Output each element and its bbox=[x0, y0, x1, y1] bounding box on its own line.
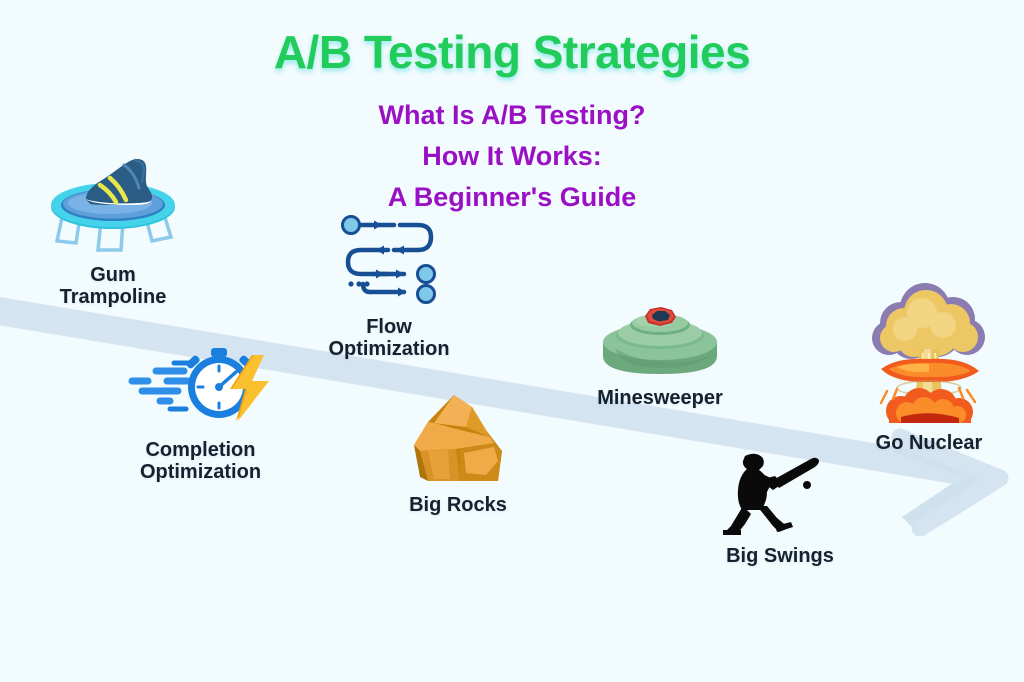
subtitle-line-1: What Is A/B Testing? bbox=[378, 100, 646, 130]
trampoline-with-sneaker-icon bbox=[38, 155, 188, 260]
nuclear-mushroom-cloud-icon bbox=[867, 283, 992, 428]
strategy-label: Big Swings bbox=[726, 545, 834, 567]
stopwatch-with-lightning-bolt-icon bbox=[126, 345, 276, 435]
subtitle-line-3: A Beginner's Guide bbox=[387, 182, 637, 212]
page-title: A/B Testing Strategies bbox=[273, 26, 751, 78]
landmine-icon bbox=[595, 300, 725, 383]
strategy-item-flow-optimization[interactable]: Flow Optimization bbox=[300, 212, 478, 361]
strategy-label: Minesweeper bbox=[597, 387, 723, 409]
strategy-item-completion-optimization[interactable]: Completion Optimization bbox=[98, 345, 303, 484]
strategy-item-big-rocks[interactable]: Big Rocks bbox=[378, 385, 538, 516]
strategy-label: Go Nuclear bbox=[875, 432, 983, 454]
strategy-label: Gum Trampoline bbox=[59, 264, 167, 309]
boulder-rock-icon bbox=[398, 385, 518, 490]
strategy-item-gum-trampoline[interactable]: Gum Trampoline bbox=[13, 155, 213, 309]
strategy-item-go-nuclear[interactable]: Go Nuclear bbox=[843, 283, 1015, 454]
strategy-item-big-swings[interactable]: Big Swings bbox=[690, 448, 870, 567]
strategy-label: Completion Optimization bbox=[139, 439, 262, 484]
process-flow-arrows-icon bbox=[334, 212, 444, 312]
strategy-label: Flow Optimization bbox=[328, 316, 450, 361]
baseball-batter-silhouette-icon bbox=[715, 448, 845, 541]
strategy-label: Big Rocks bbox=[409, 494, 507, 516]
subtitle-line-2: How It Works: bbox=[422, 141, 602, 171]
strategy-item-minesweeper[interactable]: Minesweeper bbox=[560, 300, 760, 409]
